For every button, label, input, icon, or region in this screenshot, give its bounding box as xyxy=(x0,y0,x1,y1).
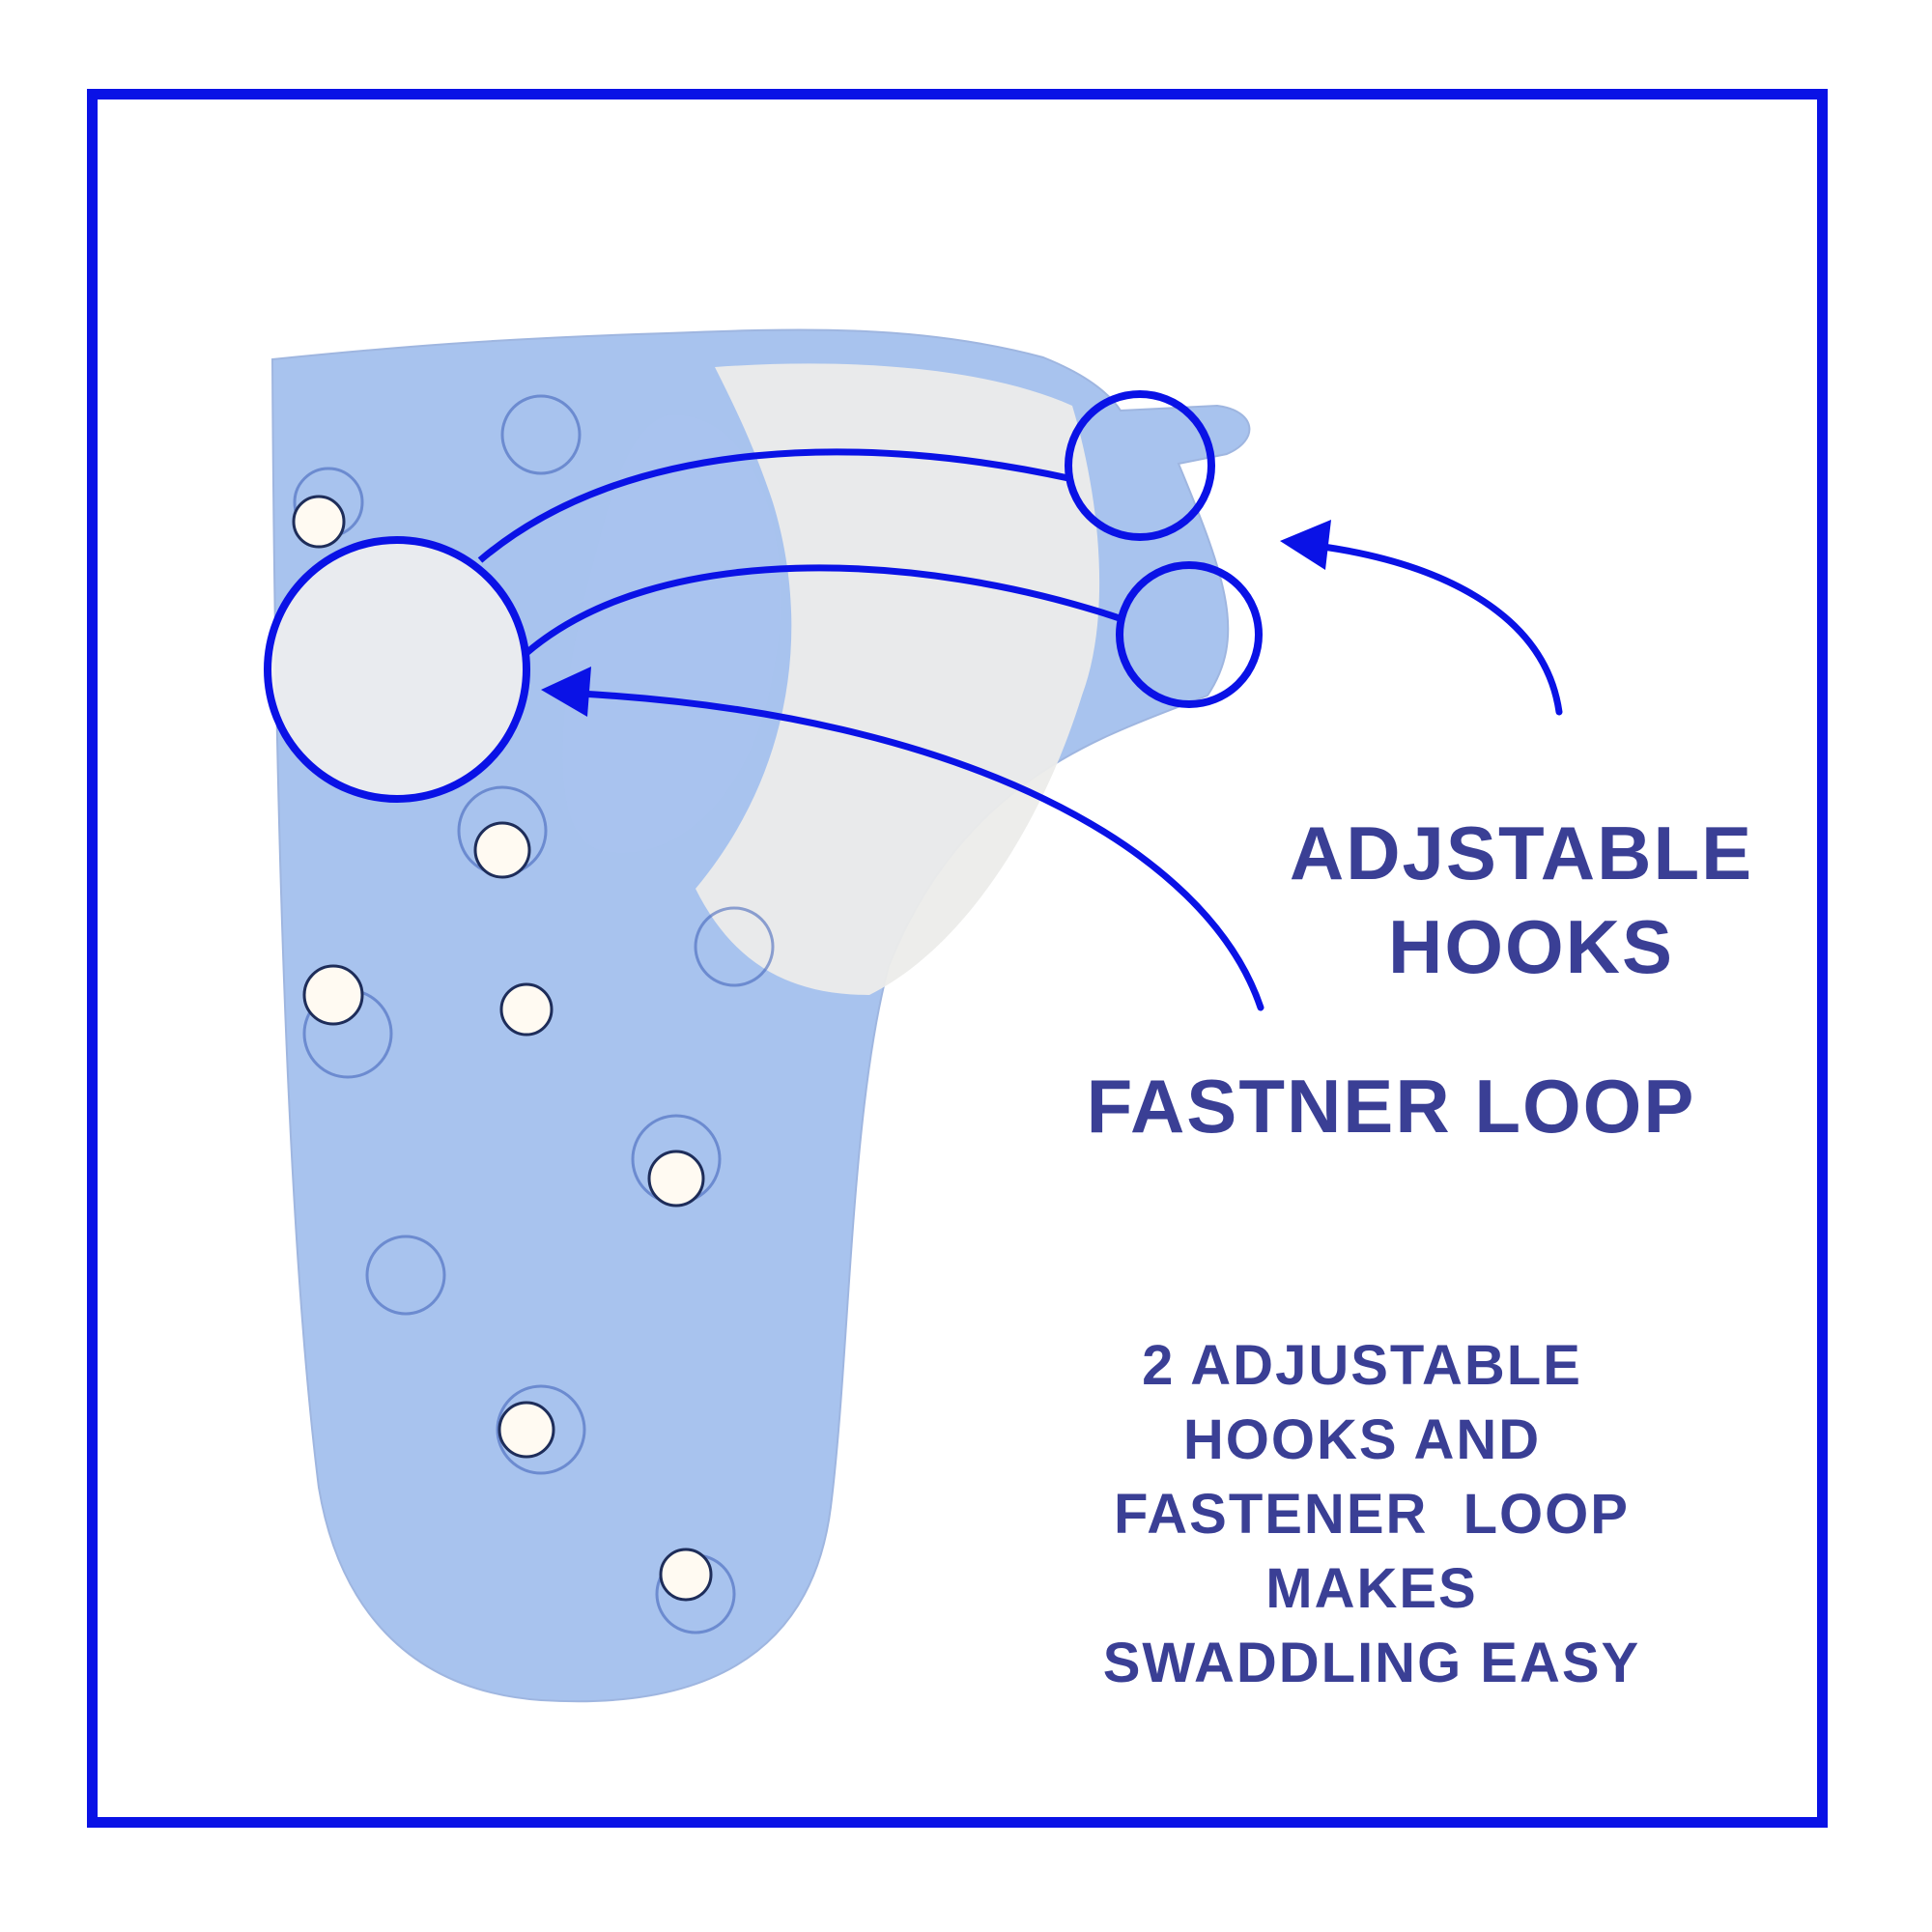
fastener-loop-callout-circle xyxy=(264,536,530,803)
swaddle-side-flap xyxy=(562,414,781,854)
connector-line-2 xyxy=(524,564,1122,656)
connector-line-1 xyxy=(477,448,1069,563)
blue-frame-border xyxy=(87,89,1828,1828)
description-line: SWADDLING EASY xyxy=(1102,1632,1641,1694)
hooks-arrowhead xyxy=(1280,520,1331,570)
hook-callout-circle-2 xyxy=(1116,561,1263,708)
description-line: HOOKS AND xyxy=(1182,1408,1542,1471)
description-text: 2 ADJUSTABLE HOOKS AND FASTENER LOOP MAK… xyxy=(1072,1328,1671,1700)
fastener-loop-label: FASTNER LOOP xyxy=(1086,1064,1696,1149)
fastener-loop-arrow xyxy=(576,690,1264,1011)
description-line: 2 ADJUSTABLE xyxy=(1142,1334,1582,1397)
description-line: MAKES xyxy=(1265,1557,1478,1620)
description-line: FASTENER LOOP xyxy=(1114,1483,1630,1546)
fastener-loop-arrowhead xyxy=(541,667,591,717)
hooks-arrow xyxy=(1320,543,1563,716)
bear-print-faces xyxy=(292,495,713,1602)
adjustable-hooks-label-line2: HOOKS xyxy=(1387,904,1675,989)
hook-callout-circle-1 xyxy=(1065,390,1215,541)
adjustable-hooks-label-line1: ADJSTABLE xyxy=(1289,810,1754,895)
swaddle-inner-lining xyxy=(696,363,1100,995)
